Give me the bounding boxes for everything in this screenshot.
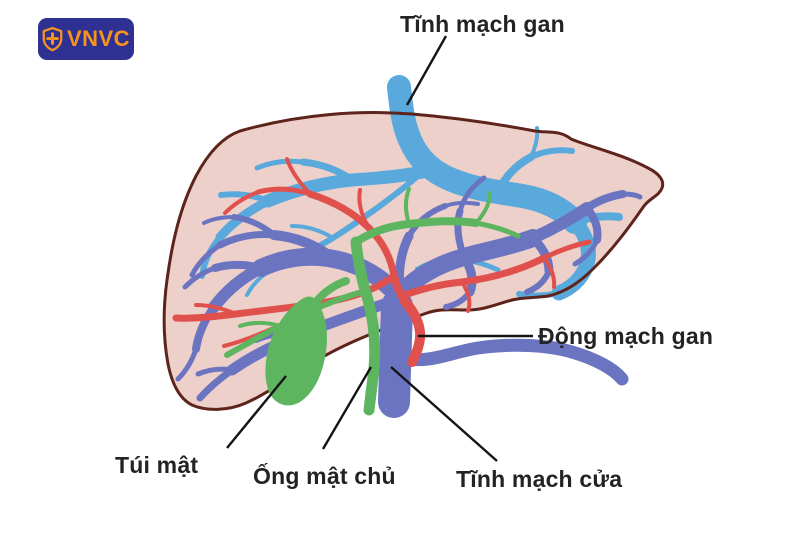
- shield-cross-icon: [42, 26, 63, 52]
- liver-outline: [162, 111, 665, 411]
- portal-vein-tree: [175, 175, 643, 418]
- label-hepatic-artery: Động mạch gan: [538, 323, 714, 349]
- label-gallbladder: Túi mật: [115, 452, 199, 478]
- leader-gallbladder: [226, 375, 287, 449]
- label-bile-duct: Ống mật chủ: [253, 463, 396, 489]
- vnvc-logo: VNVC: [38, 18, 134, 60]
- leader-bile-duct: [321, 366, 373, 450]
- leader-portal-vein: [390, 366, 498, 462]
- label-hepatic-vein: Tĩnh mạch gan: [400, 11, 565, 37]
- label-portal-vein: Tĩnh mạch cửa: [456, 466, 623, 492]
- vnvc-logo-text: VNVC: [66, 26, 131, 51]
- leader-lines: [226, 35, 533, 462]
- leader-hepatic-vein: [405, 35, 448, 106]
- gallbladder-shape: [265, 296, 327, 406]
